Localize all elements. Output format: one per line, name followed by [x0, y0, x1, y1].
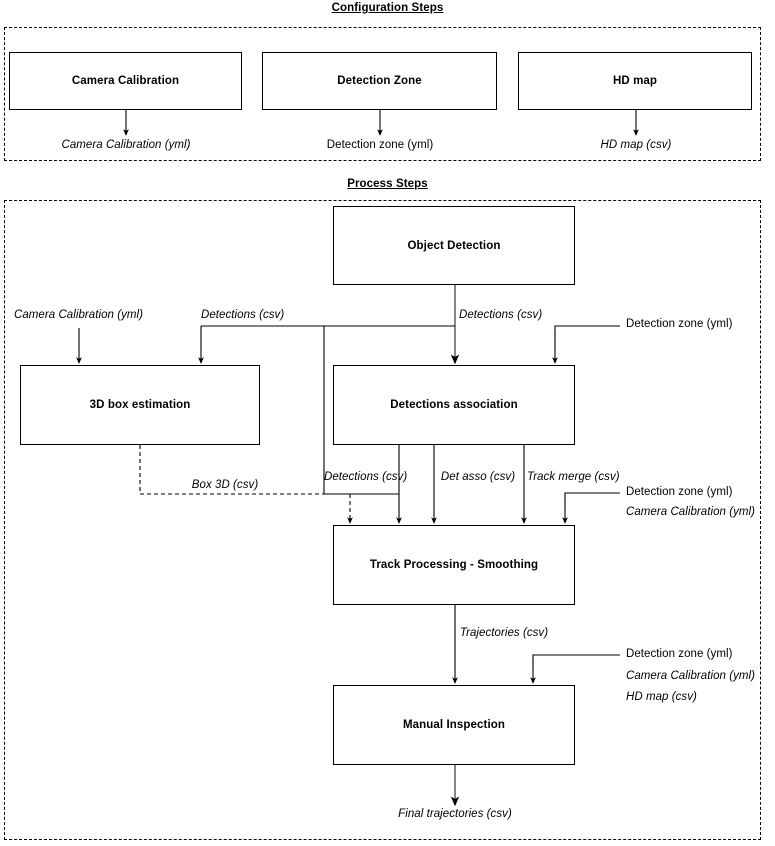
label-manual-config-detection-zone: Detection zone (yml): [626, 648, 733, 660]
label-final-trajectories: Final trajectories (csv): [398, 808, 512, 820]
label-detections-to-track: Detections (csv): [324, 471, 408, 483]
label-detections-bus: Detections (csv): [201, 309, 285, 321]
process-steps-title: Process Steps: [347, 178, 428, 190]
configuration-steps-title: Configuration Steps: [331, 2, 444, 14]
box-track-processing-smoothing[interactable]: Track Processing - Smoothing: [333, 525, 575, 605]
box-detections-association[interactable]: Detections association: [333, 365, 575, 445]
process-steps-group: [4, 200, 761, 840]
label-detections-to-association: Detections (csv): [459, 309, 543, 321]
box-detection-zone[interactable]: Detection Zone: [262, 52, 497, 110]
label-camera-calibration-to-3dbox: Camera Calibration (yml): [14, 309, 144, 321]
label-manual-config-hd-map: HD map (csv): [626, 691, 697, 703]
box-object-detection[interactable]: Object Detection: [333, 206, 575, 285]
label-track-merge-to-track: Track merge (csv): [527, 471, 620, 483]
label-box3d-to-track: Box 3D (csv): [191, 479, 259, 491]
box-manual-inspection[interactable]: Manual Inspection: [333, 685, 575, 765]
label-track-config-detection-zone: Detection zone (yml): [626, 486, 733, 498]
box-hd-map[interactable]: HD map: [518, 52, 752, 110]
box-camera-calibration[interactable]: Camera Calibration: [9, 52, 242, 110]
label-hd-map-output: HD map (csv): [600, 139, 672, 151]
configuration-steps-group: [4, 27, 761, 161]
label-camera-calibration-output: Camera Calibration (yml): [61, 139, 191, 151]
label-manual-config-camera-calibration: Camera Calibration (yml): [626, 670, 756, 682]
box-3d-box-estimation[interactable]: 3D box estimation: [20, 365, 260, 445]
label-track-config-camera-calibration: Camera Calibration (yml): [626, 506, 756, 518]
label-trajectories-to-manual: Trajectories (csv): [459, 627, 549, 639]
label-detection-zone-to-association: Detection zone (yml): [626, 318, 733, 330]
label-detection-zone-output: Detection zone (yml): [326, 139, 434, 151]
label-det-asso-to-track: Det asso (csv): [440, 471, 516, 483]
